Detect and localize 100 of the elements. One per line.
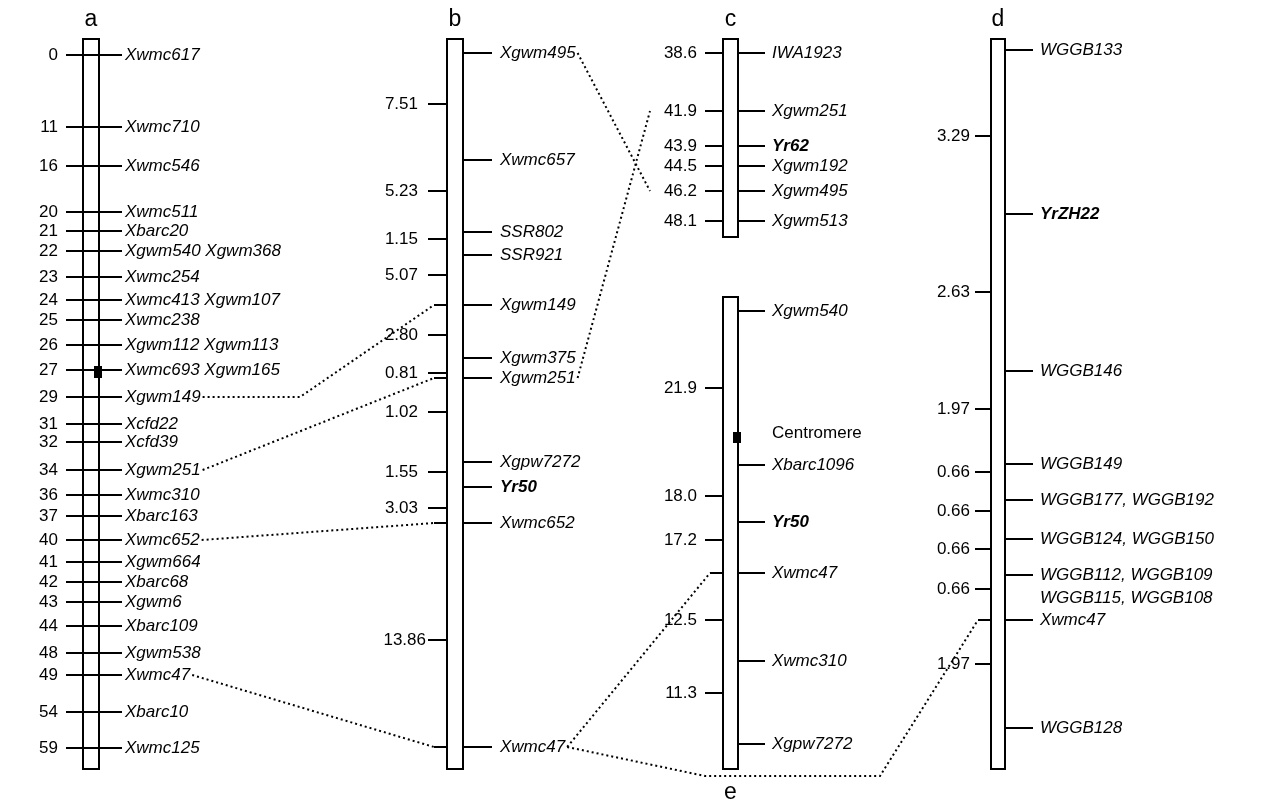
interval-value: 0.81: [383, 362, 418, 384]
position-value: 59: [38, 737, 58, 759]
marker-name: Xwmc652: [125, 530, 200, 549]
position-value: 11: [39, 116, 58, 138]
position-value: 40: [38, 529, 58, 551]
linkage-line: [201, 304, 435, 398]
interval-value: 1.97: [935, 398, 970, 420]
marker-name: Xwmc657: [500, 150, 575, 169]
interval-value: 7.51: [383, 93, 418, 115]
interval-value: 17.2: [662, 529, 697, 551]
interval-value: 21.9: [662, 377, 697, 399]
marker-name: Xgwm112 Xgwm113: [125, 335, 279, 354]
marker-name: Xgwm538: [125, 643, 201, 662]
marker-name: Xbarc109: [125, 616, 198, 635]
position-value: 26: [38, 334, 58, 356]
position-value: 22: [38, 240, 58, 262]
interval-value: 0.66: [935, 538, 970, 560]
interval-value: 0.66: [935, 578, 970, 600]
chromosome-letter: c: [723, 6, 738, 30]
position-value: 41.9: [662, 100, 697, 122]
marker-name: Xwmc310: [125, 485, 200, 504]
position-value: 43: [38, 591, 58, 613]
marker-name: WGGB115, WGGB108: [1040, 588, 1213, 607]
interval-value: 1.97: [935, 653, 970, 675]
marker-name: WGGB128: [1040, 718, 1123, 737]
position-value: 42: [38, 571, 58, 593]
marker-name: Xwmc652: [500, 513, 575, 532]
position-value: 44.5: [662, 155, 697, 177]
marker-name: Xwmc125: [125, 738, 200, 757]
interval-value: 5.23: [383, 180, 418, 202]
marker-name: WGGB112, WGGB109: [1040, 565, 1213, 584]
marker-name: Xgwm251: [772, 101, 848, 120]
chromosome-letter: b: [447, 6, 463, 30]
marker-name: Xcfd22: [125, 414, 178, 433]
interval-value: 12.5: [662, 609, 697, 631]
position-value: 20: [38, 201, 58, 223]
marker-name: WGGB149: [1040, 454, 1123, 473]
interval-value: 3.29: [935, 125, 970, 147]
marker-name: Xwmc617: [125, 45, 200, 64]
marker-name: Xgwm540: [772, 301, 848, 320]
marker-name: Xwmc546: [125, 156, 200, 175]
marker-name: Xwmc511: [125, 202, 199, 221]
marker-name: Xgwm495: [500, 43, 576, 62]
marker-name: Xgwm251: [125, 460, 201, 479]
interval-value: 1.15: [383, 228, 418, 250]
chromosome-letter: d: [990, 6, 1006, 30]
marker-name: YrZH22: [1040, 204, 1100, 223]
position-value: 27: [38, 359, 58, 381]
marker-name: WGGB177, WGGB192: [1040, 490, 1214, 509]
linkage-line: [576, 52, 651, 192]
chromosome-bar: [82, 38, 100, 770]
marker-name: Xwmc47: [500, 737, 566, 756]
marker-name: Xgwm540 Xgwm368: [125, 241, 281, 260]
marker-name: Xgwm149: [125, 387, 201, 406]
marker-name: Xcfd39: [125, 432, 178, 451]
interval-value: 0.66: [935, 461, 970, 483]
interval-value: 0.66: [935, 500, 970, 522]
chromosome-bar: [446, 38, 464, 770]
position-value: 36: [38, 484, 58, 506]
interval-value: 18.0: [662, 485, 697, 507]
linkage-line: [201, 377, 435, 471]
position-value: 48: [38, 642, 58, 664]
position-value: 48.1: [662, 210, 697, 232]
linkage-line: [566, 619, 979, 777]
position-value: 29: [38, 386, 58, 408]
marker-name: SSR921: [500, 245, 564, 264]
position-value: 46.2: [662, 180, 697, 202]
marker-name: Yr50: [500, 477, 537, 496]
marker-name: Xwmc238: [125, 310, 200, 329]
marker-name: Xwmc710: [125, 117, 200, 136]
interval-value: 2.80: [383, 324, 418, 346]
interval-value: 2.63: [935, 281, 970, 303]
position-value: 25: [38, 309, 58, 331]
marker-name: WGGB133: [1040, 40, 1123, 59]
marker-name: Xwmc310: [772, 651, 847, 670]
marker-name: Xgwm664: [125, 552, 201, 571]
marker-name: Xwmc693 Xgwm165: [125, 360, 280, 379]
marker-name: Xwmc413 Xgwm107: [125, 290, 280, 309]
linkage-line: [566, 572, 711, 748]
position-value: 54: [38, 701, 58, 723]
marker-name: Xwmc47: [772, 563, 838, 582]
marker-name: Xbarc20: [125, 221, 189, 240]
marker-name: Yr50: [772, 512, 809, 531]
marker-name: Xgwm495: [772, 181, 848, 200]
marker-name: Xbarc68: [125, 572, 189, 591]
linkage-line: [576, 110, 651, 379]
position-value: 37: [38, 505, 58, 527]
marker-name: Xgwm513: [772, 211, 848, 230]
chromosome-letter: a: [83, 6, 99, 30]
interval-value: 13.86: [382, 629, 426, 651]
interval-value: 1.02: [383, 401, 418, 423]
position-value: 34: [38, 459, 58, 481]
position-value: 44: [38, 615, 58, 637]
chromosome-bar: [722, 296, 739, 770]
linkage-line: [191, 674, 435, 748]
interval-value: 1.55: [383, 461, 418, 483]
marker-name: SSR802: [500, 222, 564, 241]
chromosome-bar: [990, 38, 1006, 770]
marker-name: IWA1923: [772, 43, 842, 62]
marker-name: Xbarc10: [125, 702, 189, 721]
